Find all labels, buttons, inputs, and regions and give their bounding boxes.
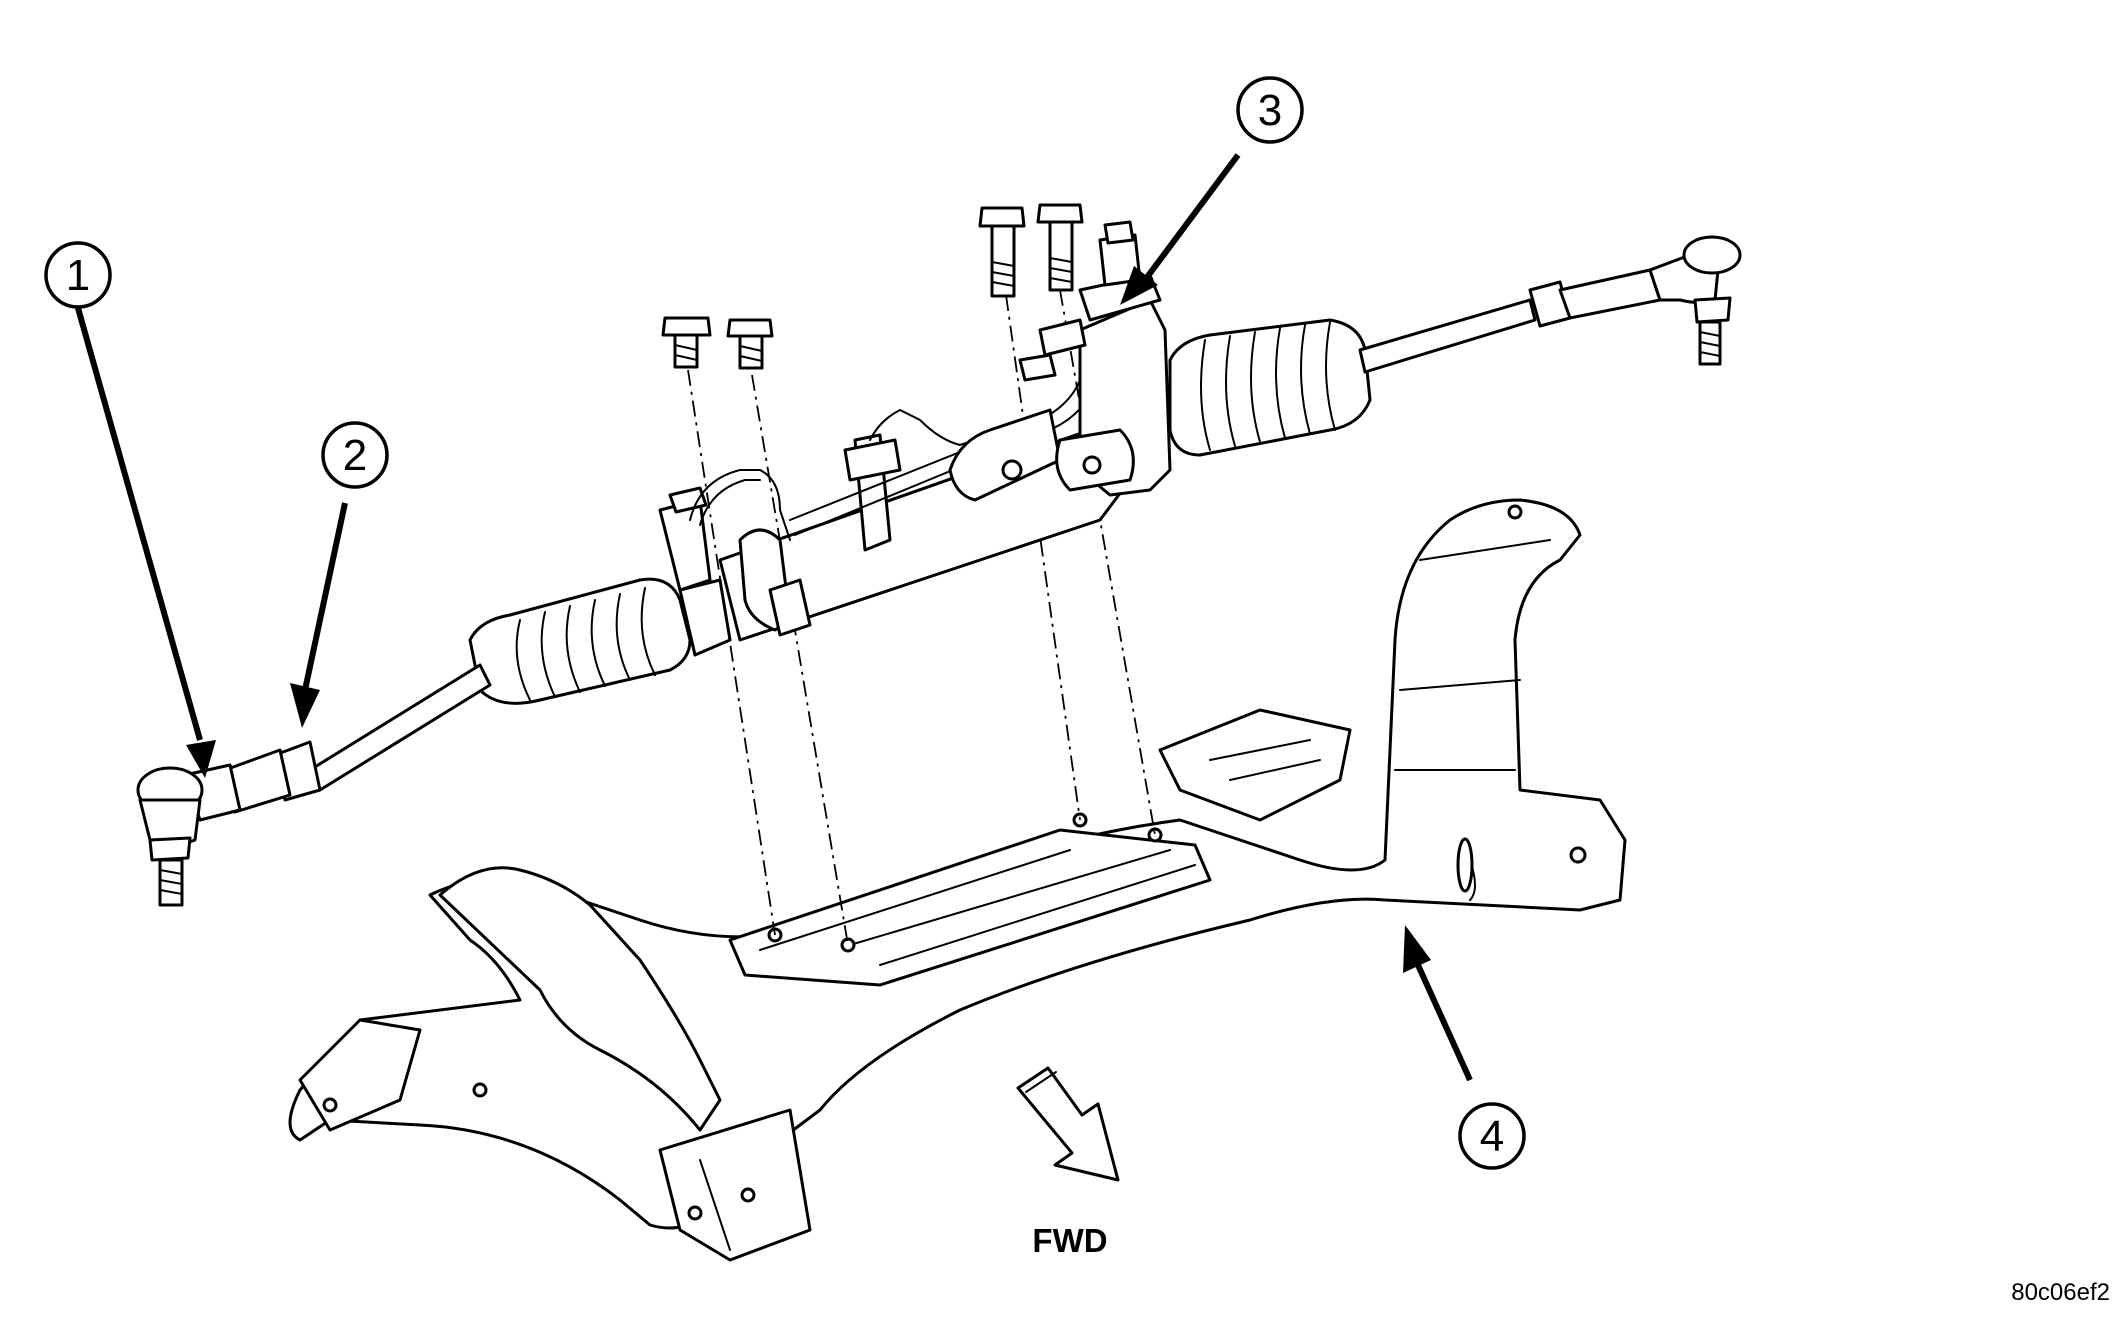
callout-4: 4 xyxy=(1458,1102,1526,1170)
callout-1: 1 xyxy=(44,241,112,309)
mounting-bolt-guidelines xyxy=(687,289,1156,946)
callout-leader-lines xyxy=(75,153,1473,1082)
svg-text:1: 1 xyxy=(66,251,90,300)
mounting-bolt xyxy=(726,318,774,370)
svg-text:3: 3 xyxy=(1258,86,1282,135)
figure-code: 80c06ef2 xyxy=(2011,1279,2110,1306)
fwd-label: FWD xyxy=(1032,1222,1107,1259)
mounting-bolts xyxy=(661,203,1084,370)
mounting-bolt xyxy=(1036,203,1084,292)
svg-text:4: 4 xyxy=(1480,1112,1504,1161)
svg-text:2: 2 xyxy=(343,431,367,480)
callout-3: 3 xyxy=(1236,76,1304,144)
front-crossmember xyxy=(288,498,1627,1262)
mounting-bolt xyxy=(661,316,712,369)
forward-direction-arrow-icon xyxy=(1016,1066,1120,1182)
mounting-bolt xyxy=(978,206,1026,298)
callout-2: 2 xyxy=(321,421,389,489)
steering-gear-assembly xyxy=(136,220,1742,907)
